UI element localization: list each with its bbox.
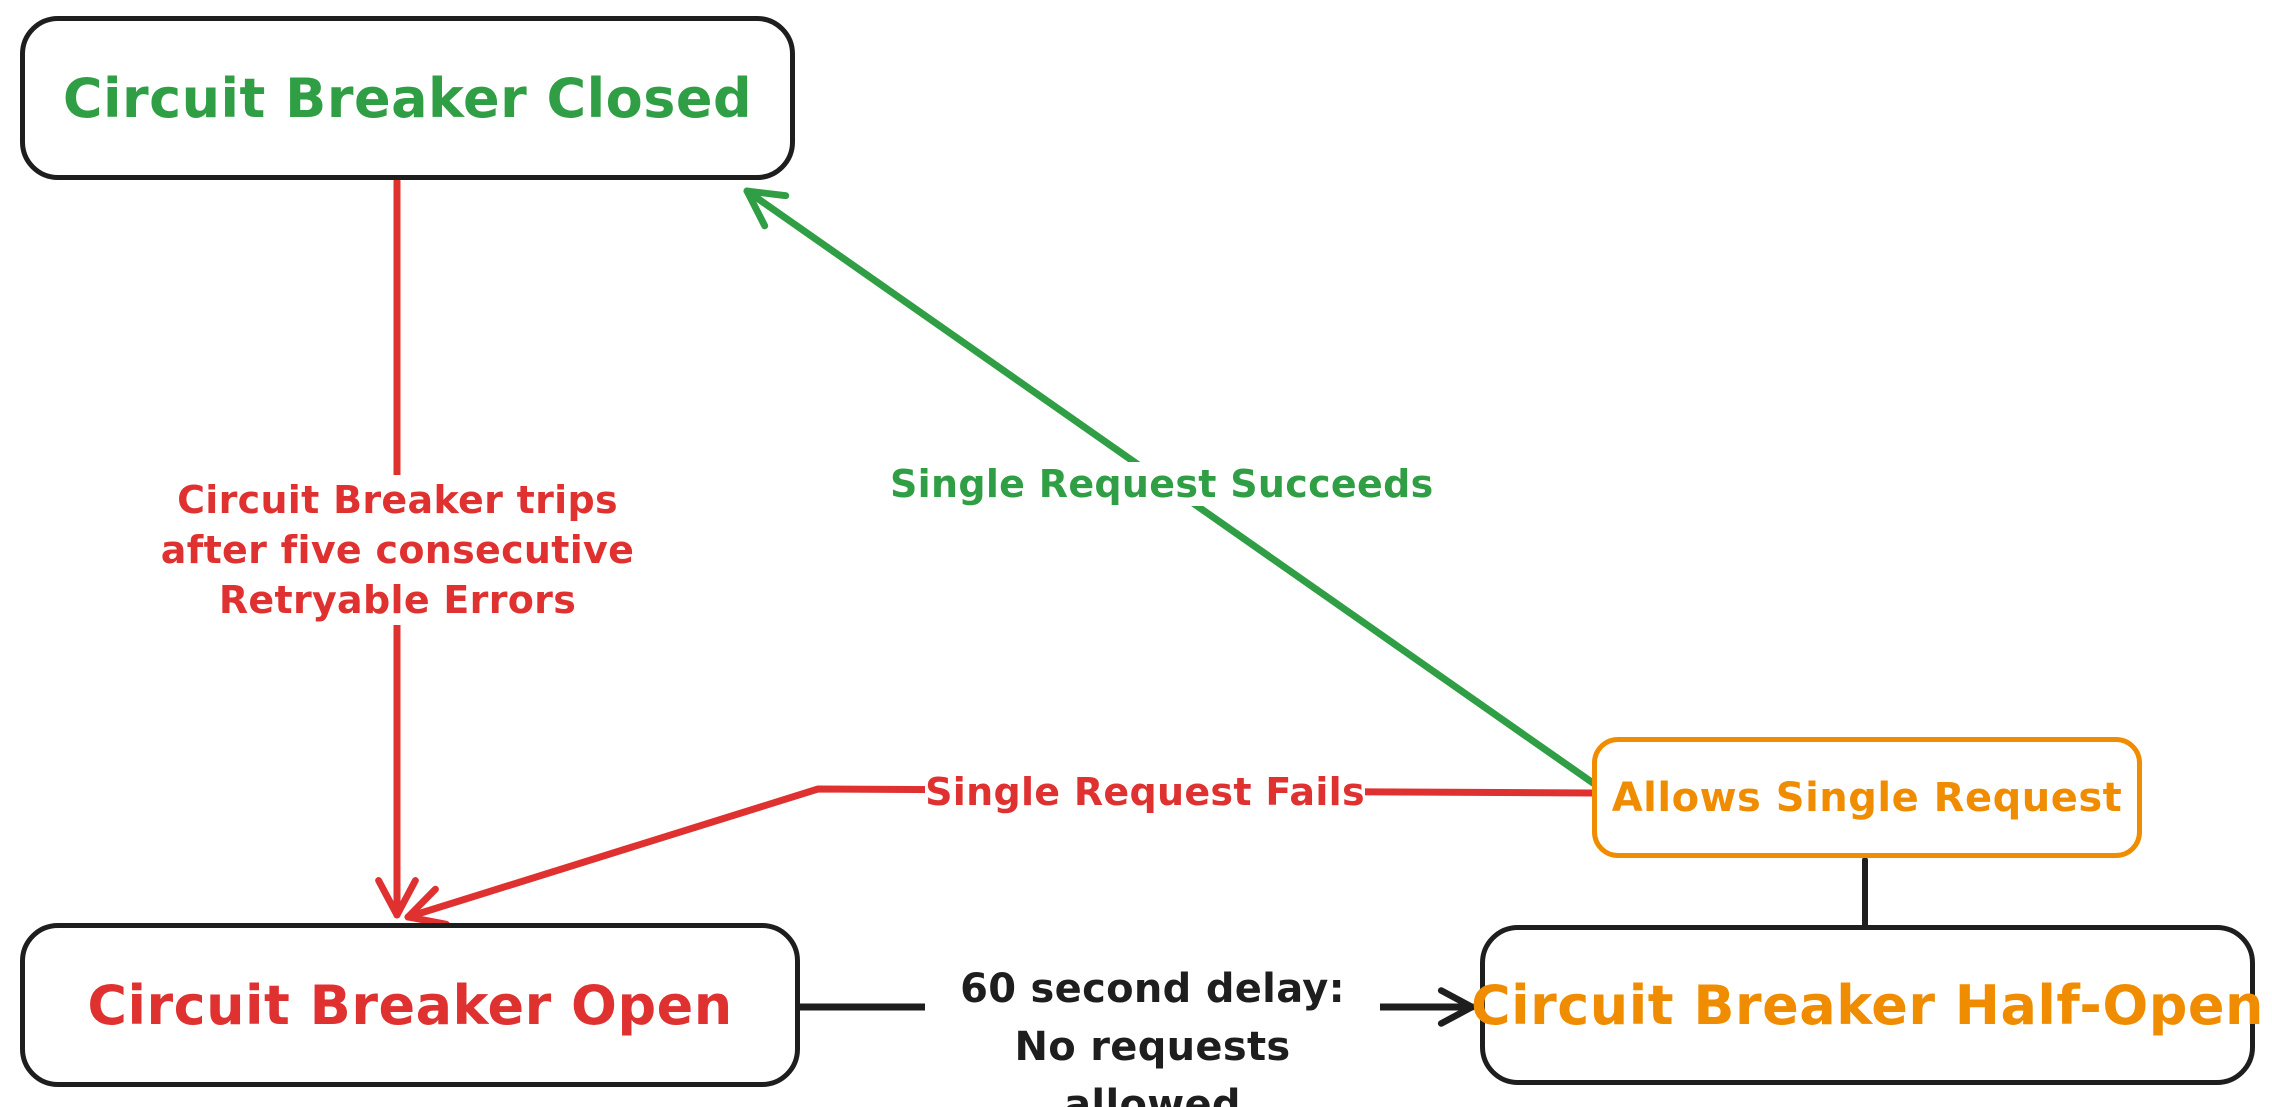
state-node-circuit-breaker-closed: Circuit Breaker Closed — [20, 16, 795, 180]
edge-label-single-request-succeeds: Single Request Succeeds — [890, 462, 1434, 506]
state-label-half-open: Circuit Breaker Half-Open — [1471, 973, 2264, 1037]
state-label-closed: Circuit Breaker Closed — [62, 66, 753, 130]
node-allows-single-request: Allows Single Request — [1592, 737, 2142, 858]
edge-label-60-second-delay: 60 second delay: No requests allowed — [925, 960, 1380, 1107]
node-label-allows-single-request: Allows Single Request — [1611, 774, 2123, 821]
edge-label-circuit-breaker-trips: Circuit Breaker trips after five consecu… — [140, 475, 655, 626]
state-node-circuit-breaker-open: Circuit Breaker Open — [20, 923, 800, 1087]
state-node-circuit-breaker-half-open: Circuit Breaker Half-Open — [1471, 925, 2263, 1085]
state-label-open: Circuit Breaker Open — [87, 973, 733, 1037]
edge-label-single-request-fails: Single Request Fails — [925, 770, 1365, 814]
